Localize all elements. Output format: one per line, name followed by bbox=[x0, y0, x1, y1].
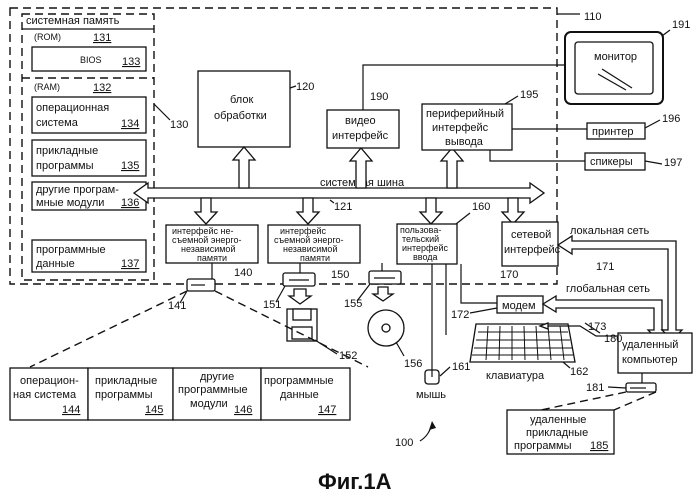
modem-label: модем bbox=[502, 300, 536, 312]
optical-disk-ref: 156 bbox=[404, 358, 422, 370]
svg-text:мные модули: мные модули bbox=[36, 197, 104, 209]
modem-ref: 172 bbox=[451, 309, 469, 321]
optical-drive-ref: 155 bbox=[344, 298, 362, 310]
rom-ref: 131 bbox=[93, 32, 111, 44]
remote-computer-ref: 180 bbox=[604, 333, 622, 345]
svg-text:удаленные: удаленные bbox=[530, 414, 586, 426]
nonremovable-ref: 140 bbox=[234, 267, 252, 279]
bus-branch-peripheral bbox=[441, 148, 463, 188]
peripheral-ref: 195 bbox=[520, 89, 538, 101]
svg-text:обработки: обработки bbox=[214, 110, 267, 122]
svg-text:блок: блок bbox=[230, 94, 253, 106]
printer-ref: 196 bbox=[662, 113, 680, 125]
svg-text:памяти: памяти bbox=[197, 253, 227, 263]
svg-text:программы: программы bbox=[95, 389, 153, 401]
keyboard-label: клавиатура bbox=[486, 370, 545, 382]
svg-text:интерфейс: интерфейс bbox=[432, 122, 489, 134]
svg-text:прикладные: прикладные bbox=[36, 145, 98, 157]
system-memory-label: системная память bbox=[26, 15, 120, 27]
svg-text:вывода: вывода bbox=[445, 136, 484, 148]
svg-text:данные: данные bbox=[280, 389, 319, 401]
disk-os-ref: 144 bbox=[62, 404, 80, 416]
svg-text:памяти: памяти bbox=[300, 253, 330, 263]
apps-ref: 135 bbox=[121, 160, 139, 172]
svg-text:периферийный: периферийный bbox=[426, 108, 504, 120]
bus-branch-network bbox=[502, 198, 524, 224]
svg-text:программы: программы bbox=[36, 160, 94, 172]
bus-branch-nonremovable bbox=[195, 198, 217, 224]
keyboard-ref: 162 bbox=[570, 366, 588, 378]
os-ref: 134 bbox=[121, 118, 139, 130]
svg-text:операционная: операционная bbox=[36, 102, 109, 114]
monitor-screen bbox=[575, 42, 653, 94]
svg-text:сетевой: сетевой bbox=[511, 229, 551, 241]
processing-unit-box bbox=[198, 71, 290, 147]
svg-text:другие програм-: другие програм- bbox=[36, 184, 119, 196]
speakers-label: спикеры bbox=[590, 156, 633, 168]
video-interface-ref: 190 bbox=[370, 91, 388, 103]
bus-branch-removable bbox=[297, 198, 319, 224]
bus-branch-user-input bbox=[420, 198, 442, 224]
svg-text:другие: другие bbox=[200, 371, 234, 383]
svg-text:операцион-: операцион- bbox=[20, 375, 79, 387]
svg-text:программные: программные bbox=[264, 375, 334, 387]
svg-text:интерфейс: интерфейс bbox=[504, 244, 561, 256]
svg-text:ввода: ввода bbox=[413, 252, 438, 262]
processing-unit-ref: 120 bbox=[296, 81, 314, 93]
ram-label: (RAM) bbox=[34, 82, 60, 92]
system-bus-ref: 121 bbox=[334, 201, 352, 213]
figure-caption: Фиг.1А bbox=[318, 469, 392, 494]
svg-text:прикладные: прикладные bbox=[526, 427, 588, 439]
mouse-label: мышь bbox=[416, 389, 446, 401]
network-ref: 170 bbox=[500, 269, 518, 281]
printer-label: принтер bbox=[592, 126, 633, 138]
remote-apps-ref: 185 bbox=[590, 440, 608, 452]
bios-ref: 133 bbox=[122, 56, 140, 68]
lan-ref: 171 bbox=[596, 261, 614, 273]
wan-label: глобальная сеть bbox=[566, 283, 650, 295]
computer-ref: 110 bbox=[584, 11, 602, 23]
ram-ref: 132 bbox=[93, 82, 111, 94]
lan-label: локальная сеть bbox=[570, 225, 649, 237]
svg-text:программы: программы bbox=[514, 440, 572, 452]
svg-text:программные: программные bbox=[36, 244, 106, 256]
floppy-disk-ref: 152 bbox=[339, 350, 357, 362]
svg-text:модули: модули bbox=[190, 398, 228, 410]
removable-ref: 150 bbox=[331, 269, 349, 281]
disk-data-ref: 147 bbox=[318, 404, 336, 416]
speakers-ref: 197 bbox=[664, 157, 682, 169]
monitor-label: монитор bbox=[594, 51, 637, 63]
disk-other-ref: 146 bbox=[234, 404, 252, 416]
user-input-ref: 160 bbox=[472, 201, 490, 213]
bios-label: BIOS bbox=[80, 55, 102, 65]
other-modules-ref: 136 bbox=[121, 197, 139, 209]
svg-text:ная система: ная система bbox=[13, 389, 77, 401]
svg-text:интерфейс: интерфейс bbox=[332, 130, 389, 142]
floppy-drive-ref: 151 bbox=[263, 299, 281, 311]
mouse-ref: 161 bbox=[452, 361, 470, 373]
svg-text:прикладные: прикладные bbox=[95, 375, 157, 387]
system-ref: 100 bbox=[395, 437, 413, 449]
svg-text:программные: программные bbox=[178, 384, 248, 396]
memory-group-ref: 130 bbox=[170, 119, 188, 131]
rom-label: (ROM) bbox=[34, 32, 61, 42]
program-data-ref: 137 bbox=[121, 258, 139, 270]
svg-text:система: система bbox=[36, 117, 79, 129]
svg-text:удаленный: удаленный bbox=[622, 339, 678, 351]
svg-text:видео: видео bbox=[345, 115, 376, 127]
svg-text:компьютер: компьютер bbox=[622, 354, 677, 366]
bus-branch-processing bbox=[233, 147, 255, 188]
hard-disk-ref: 141 bbox=[168, 300, 186, 312]
svg-text:данные: данные bbox=[36, 258, 75, 270]
remote-device-ref: 181 bbox=[586, 382, 604, 394]
disk-apps-ref: 145 bbox=[145, 404, 163, 416]
monitor-ref: 191 bbox=[672, 19, 690, 31]
